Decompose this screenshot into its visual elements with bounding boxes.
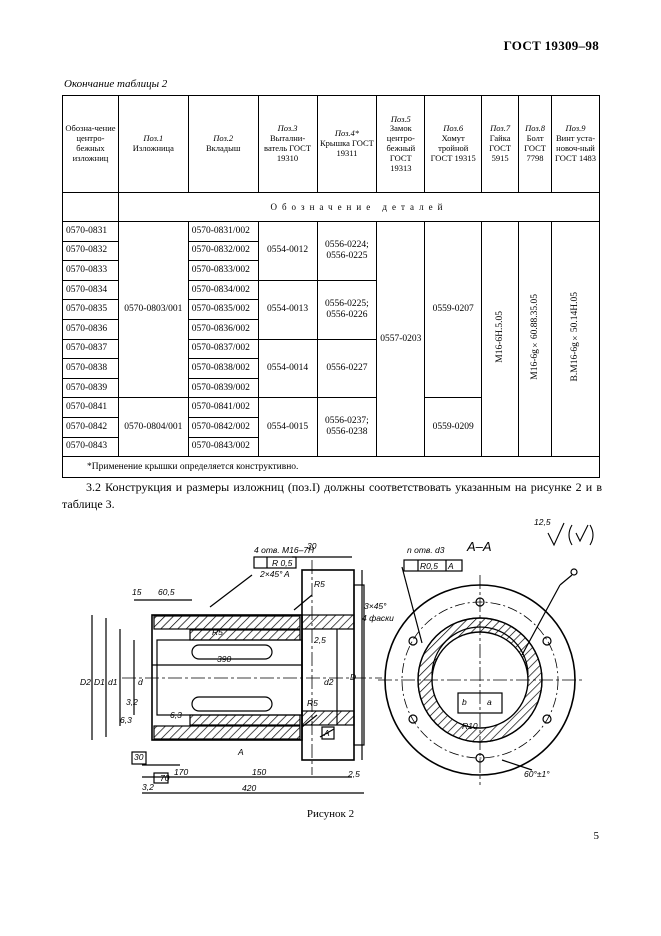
clamp-cell: 0559-0207 <box>424 220 483 399</box>
svg-text:4 отв. М16–7Н: 4 отв. М16–7Н <box>254 545 315 555</box>
table-subheader-row: Обозначение деталей <box>62 192 601 222</box>
svg-text:2×45°: 2×45° <box>259 569 283 579</box>
screw-cell: В.М16-6g×50.14Н.05 <box>551 220 600 458</box>
svg-text:60,5: 60,5 <box>158 587 175 597</box>
svg-text:30: 30 <box>307 541 317 551</box>
svg-text:170: 170 <box>174 767 188 777</box>
svg-text:b: b <box>462 697 467 707</box>
lock-cell: 0557-0203 <box>376 220 426 458</box>
svg-text:R0,5: R0,5 <box>420 561 438 571</box>
svg-text:D1: D1 <box>94 677 105 687</box>
svg-text:30: 30 <box>134 752 144 762</box>
svg-text:70: 70 <box>160 773 170 783</box>
svg-text:420: 420 <box>242 783 256 793</box>
svg-text:d1: d1 <box>108 677 118 687</box>
svg-text:6,3: 6,3 <box>120 715 132 725</box>
table-row: 0570-0834 0570-0834/002 0554-0013 0556-0… <box>62 279 600 340</box>
svg-text:R5: R5 <box>307 698 318 708</box>
svg-text:n отв. d3: n отв. d3 <box>407 545 445 555</box>
side-view <box>91 556 382 794</box>
svg-text:15: 15 <box>132 587 142 597</box>
standard-header: ГОСТ 19309–98 <box>503 38 599 53</box>
svg-text:4 фаски: 4 фаски <box>362 613 394 623</box>
svg-text:А: А <box>447 561 454 571</box>
page-number: 5 <box>593 830 600 842</box>
col-header: Поз.4*Крышка ГОСТ 19311 <box>316 95 378 193</box>
svg-text:R5: R5 <box>212 627 223 637</box>
side-view-labels: 4 отв. М16–7Н R 0,5 2×45° А R5 3×45° 4 ф… <box>80 541 394 793</box>
parts-table: Обозна-чение центро-бежных изложниц Поз.… <box>62 95 601 479</box>
svg-text:R10: R10 <box>462 721 478 731</box>
footnote: *Применение крышки определяется конструк… <box>62 456 600 479</box>
section-title: А–А <box>466 539 492 554</box>
svg-text:2,5: 2,5 <box>347 769 360 779</box>
svg-text:А: А <box>283 569 290 579</box>
svg-text:2,5: 2,5 <box>313 635 326 645</box>
roughness-value: 12,5 <box>534 517 551 527</box>
svg-text:390: 390 <box>217 654 231 664</box>
svg-text:R5: R5 <box>314 579 325 589</box>
svg-text:a: a <box>487 697 492 707</box>
table-row: 0570-0831 0570-0803/001 0570-0831/002 05… <box>62 220 600 458</box>
svg-text:А: А <box>323 728 330 738</box>
section-view <box>378 559 582 785</box>
table-caption: Окончание таблицы 2 <box>64 78 168 90</box>
table-row: 0570-0841 0570-0804/001 0570-0841/002 05… <box>62 397 600 458</box>
svg-text:150: 150 <box>252 767 266 777</box>
figure-caption: Рисунок 2 <box>306 808 355 820</box>
table-footnote-row: *Применение крышки определяется конструк… <box>62 456 600 479</box>
svg-text:А: А <box>237 747 244 757</box>
svg-text:D: D <box>350 672 356 682</box>
svg-text:3×45°: 3×45° <box>364 601 387 611</box>
section-labels: А–А n отв. d3 R0,5 А b a R10 60°±1° 12,5 <box>407 517 551 779</box>
svg-text:60°±1°: 60°±1° <box>524 769 550 779</box>
svg-text:d2: d2 <box>324 677 334 687</box>
drawing-svg: 4 отв. М16–7Н R 0,5 2×45° А R5 3×45° 4 ф… <box>80 517 594 794</box>
roughness-icon <box>547 522 594 547</box>
bolt-cell: М16-6g×60.88.35.05 <box>518 220 553 458</box>
clause-paragraph: 3.2 Конструкция и размеры изложниц (поз.… <box>62 480 602 512</box>
svg-text:d: d <box>138 677 143 687</box>
mold-cell: 0570-0803/001 <box>117 220 189 399</box>
nut-cell: М16-6Н.5.05 <box>481 220 520 458</box>
svg-text:6,3: 6,3 <box>170 710 182 720</box>
subheader: Обозначение деталей <box>117 192 601 222</box>
svg-text:D2: D2 <box>80 677 91 687</box>
col-header: Обозна-чение центро-бежных изложниц <box>62 95 119 193</box>
svg-text:3,2: 3,2 <box>126 697 138 707</box>
svg-text:3,2: 3,2 <box>142 782 154 792</box>
svg-text:R 0,5: R 0,5 <box>272 558 293 568</box>
table-header-row: Обозна-чение центро-бежных изложниц Поз.… <box>62 95 600 193</box>
technical-drawing: 4 отв. М16–7Н R 0,5 2×45° А R5 3×45° 4 ф… <box>62 515 602 810</box>
